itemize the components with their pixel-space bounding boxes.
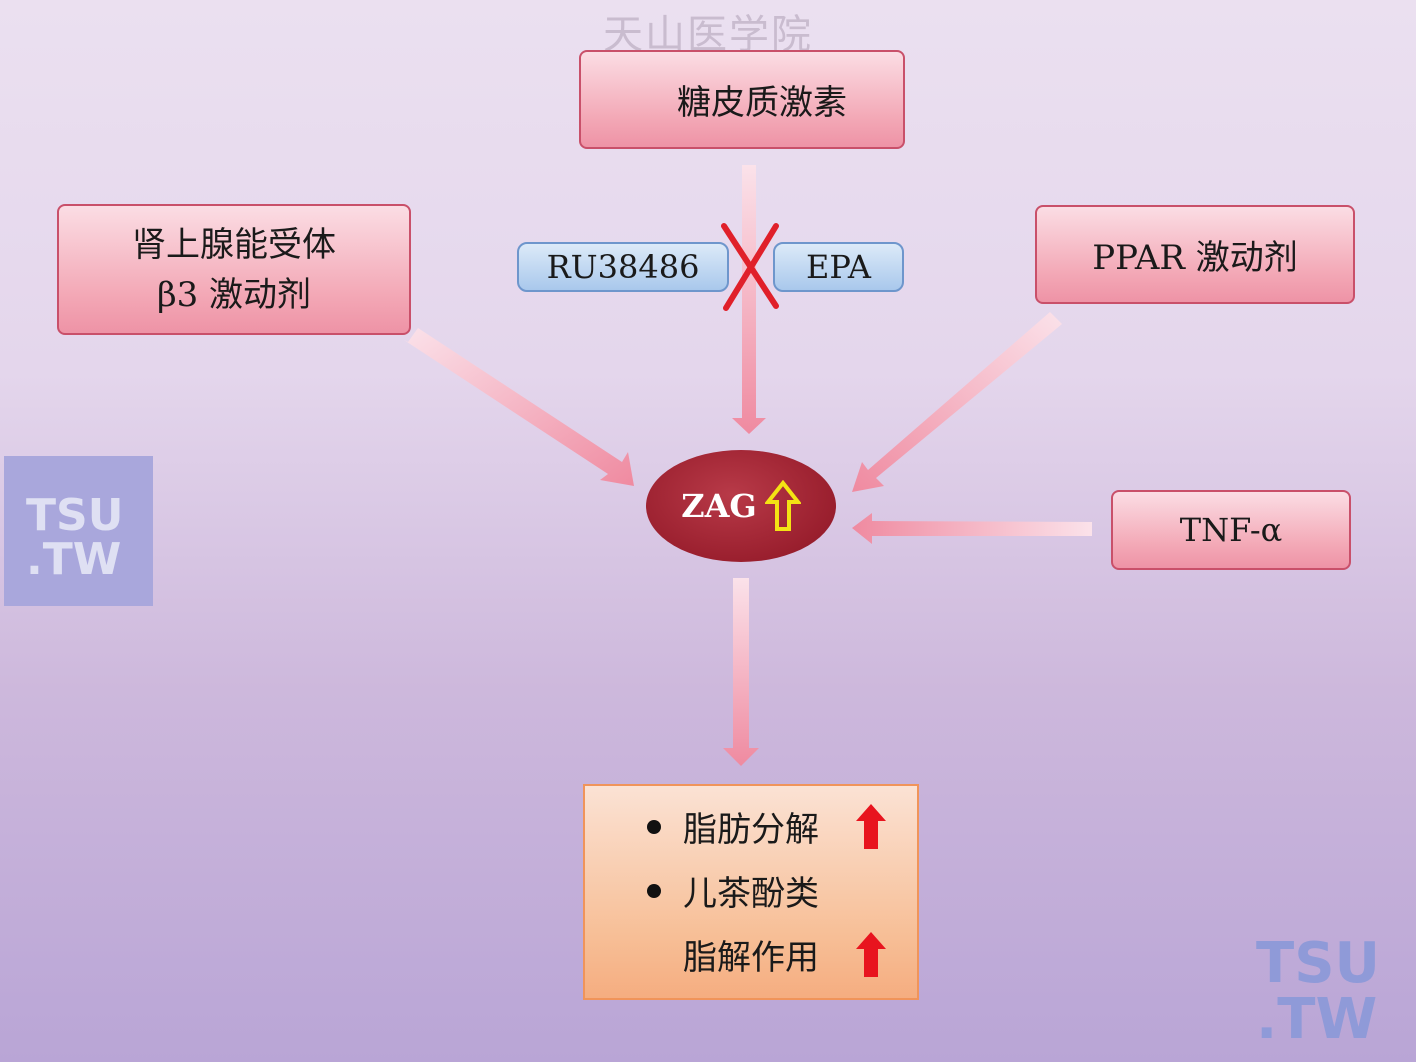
outcomes-box: 脂肪分解 儿茶酚类 脂解作用 [583,784,919,1000]
node-beta3-agonist: 肾上腺能受体 β3 激动剂 [57,204,411,335]
outcome-item: 儿茶酚类 [585,866,819,915]
watermark-logo-small: TSU .TW [4,456,153,606]
outcome-item: 脂肪分解 [585,802,887,851]
bullet-icon [647,819,661,834]
logo-line2: .TW [1256,987,1378,1052]
node-beta3-line1: 肾上腺能受体 [132,224,336,265]
inhibitor-epa: EPA [773,242,904,292]
node-ppar-agonist: PPAR 激动剂 [1035,205,1355,304]
node-zag-label: ZAG [681,487,757,525]
logo-line1: TSU [1256,931,1381,996]
arrow-glucocorticoid-to-zag [732,165,766,434]
arrow-ppar-to-zag [852,312,1062,492]
outcome-item: 脂解作用 [585,930,887,979]
node-glucocorticoid: 糖皮质激素 [579,50,905,149]
outcome-label: 脂肪分解 [683,810,819,850]
arrow-tnf-to-zag [852,513,1092,544]
arrow-beta3-to-zag [404,328,634,486]
inhibition-cross-icon [721,223,779,311]
up-arrow-icon [856,803,886,849]
node-ppar-label: PPAR 激动剂 [1092,238,1298,278]
bullet-icon [647,883,661,898]
arrow-zag-to-outcomes [723,578,759,766]
node-glucocorticoid-label: 糖皮质激素 [677,83,847,123]
up-arrow-icon [764,480,801,531]
node-beta3-line2: β3 激动剂 [156,274,312,315]
logo-line1: TSU [26,490,124,541]
inhibitor-epa-label: EPA [805,248,872,286]
logo-line2: .TW [26,534,122,585]
outcome-label: 儿茶酚类 [683,874,819,914]
inhibitor-ru38486: RU38486 [517,242,729,292]
outcome-label: 脂解作用 [683,938,819,978]
up-arrow-icon [856,931,886,977]
watermark-logo-large: TSU .TW [1256,936,1406,1048]
node-tnf-label: TNF-α [1179,511,1283,549]
node-tnf-alpha: TNF-α [1111,490,1351,570]
inhibitor-ru38486-label: RU38486 [546,248,700,286]
node-zag: ZAG [646,450,836,562]
